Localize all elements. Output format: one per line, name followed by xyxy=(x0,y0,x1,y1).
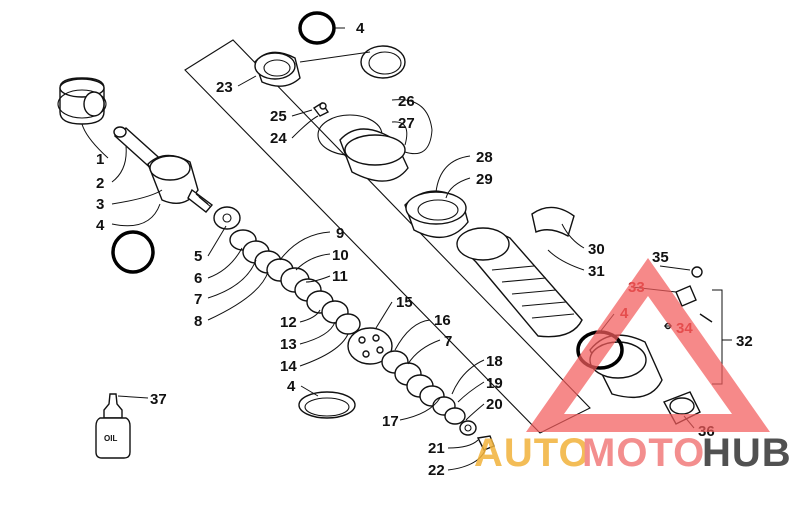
callout-28: 28 xyxy=(476,149,493,166)
callout-24: 24 xyxy=(270,130,287,147)
subassembly-boundary xyxy=(184,39,591,434)
part-24-valve xyxy=(312,102,330,117)
callout-23: 23 xyxy=(216,79,233,96)
callout-26: 26 xyxy=(398,93,415,110)
part-1-bushing xyxy=(57,77,107,125)
callout-labels: 1 2 3 4 5 6 7 8 9 10 11 12 13 14 15 16 7… xyxy=(96,20,753,479)
part-15-piston xyxy=(347,327,393,365)
watermark-wordmark: AUTO MOTO HUB xyxy=(474,431,792,475)
callout-4-left: 4 xyxy=(96,217,105,234)
watermark-hub: HUB xyxy=(702,431,792,475)
part-30-clip xyxy=(531,206,575,238)
callout-37: 37 xyxy=(150,391,167,408)
callout-12: 12 xyxy=(280,314,297,331)
part-4-oring-left xyxy=(111,230,155,274)
callout-32: 32 xyxy=(736,333,753,350)
callout-10: 10 xyxy=(332,247,349,264)
callout-35: 35 xyxy=(652,249,669,266)
callout-15: 15 xyxy=(396,294,413,311)
part-4-ring-top xyxy=(360,45,406,79)
part-3-shaft-eye xyxy=(147,154,214,213)
callout-7-left: 7 xyxy=(194,291,202,308)
callout-21: 21 xyxy=(428,440,445,457)
callout-6: 6 xyxy=(194,270,202,287)
oil-bottle-label: OIL xyxy=(104,434,117,443)
part-26-27-bearing xyxy=(317,114,409,182)
callout-1: 1 xyxy=(96,151,104,168)
callout-11: 11 xyxy=(332,268,348,285)
callout-14: 14 xyxy=(280,358,297,375)
callout-8: 8 xyxy=(194,313,202,330)
part-23-cap xyxy=(254,51,301,87)
leader-lines xyxy=(81,27,732,471)
callout-27: 27 xyxy=(398,115,415,132)
watermark-logo xyxy=(526,258,770,432)
callout-5: 5 xyxy=(194,248,202,265)
part-4-oring-top xyxy=(298,11,336,45)
callout-30: 30 xyxy=(588,241,605,258)
callout-16: 16 xyxy=(434,312,451,329)
callout-31: 31 xyxy=(588,263,605,280)
part-stack-upper xyxy=(381,350,495,451)
callout-19: 19 xyxy=(486,375,503,392)
part-4-ring-bottom xyxy=(298,391,356,419)
part-31-spring-body xyxy=(456,227,583,338)
watermark-triangle xyxy=(526,258,770,432)
callout-18: 18 xyxy=(486,353,503,370)
callout-7-right: 7 xyxy=(444,333,452,350)
callout-4-bottom: 4 xyxy=(287,378,296,395)
part-33-35-valve-kit xyxy=(664,266,713,330)
part-28-29-adjuster xyxy=(404,190,469,239)
callout-17: 17 xyxy=(382,413,399,430)
callout-9: 9 xyxy=(336,225,344,242)
callout-29: 29 xyxy=(476,171,493,188)
callout-22: 22 xyxy=(428,462,445,479)
callout-13: 13 xyxy=(280,336,297,353)
watermark-auto: AUTO xyxy=(474,431,591,475)
callout-20: 20 xyxy=(486,396,503,413)
callout-25: 25 xyxy=(270,108,287,125)
callout-2: 2 xyxy=(96,175,104,192)
part-37-oil-bottle xyxy=(95,393,131,459)
watermark-moto: MOTO xyxy=(582,431,705,475)
part-stack-lower xyxy=(213,206,361,335)
callout-3: 3 xyxy=(96,196,104,213)
callout-4-top: 4 xyxy=(356,20,365,37)
